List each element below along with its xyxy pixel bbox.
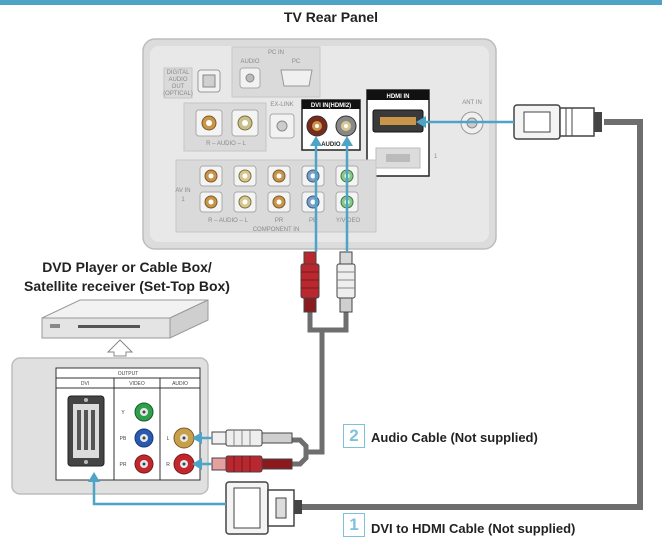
stb-pb-label: PB — [120, 436, 127, 442]
set-top-box-icon — [41, 299, 209, 357]
vga-port — [280, 69, 313, 87]
av-in-label: AV IN — [175, 188, 190, 194]
dvi-audio-label: – AUDIO – — [316, 142, 346, 148]
dvi-hdmi-cable-label: DVI to HDMI Cable (Not supplied) — [371, 521, 576, 536]
stb-dvi-label: DVI — [81, 381, 89, 387]
device-label-line2: Satellite receiver (Set-Top Box) — [24, 278, 230, 294]
ant-in-label: ANT IN — [462, 100, 482, 106]
audio-cable-label: Audio Cable (Not supplied) — [371, 430, 538, 445]
audio-cable-number: 2 — [343, 424, 365, 448]
stb-rear-panel: OUTPUT DVI VIDEO AUDIO Y PB PR L R — [11, 357, 209, 495]
stb-audio-label: AUDIO — [172, 381, 188, 387]
av-in-number: 1 — [181, 197, 185, 203]
audio-cable-bend — [292, 437, 309, 467]
page-title: TV Rear Panel — [283, 9, 379, 25]
digital-audio-label-4: (OPTICAL) — [163, 91, 193, 97]
comp-pr-label: PR — [275, 218, 284, 224]
dvi-plug — [225, 481, 302, 535]
pc-audio-label: AUDIO — [240, 59, 259, 65]
connection-arrows — [88, 116, 514, 506]
hdmi-in-label: HDMI IN — [387, 94, 410, 100]
stb-output-label: OUTPUT — [118, 371, 139, 377]
hdmi-port-number: 1 — [434, 154, 438, 160]
pc-label: PC — [292, 59, 301, 65]
rca-plugs-stb — [211, 429, 293, 473]
stb-pr-label: PR — [120, 462, 127, 468]
stb-video-label: VIDEO — [129, 381, 145, 387]
pc-in-label: PC IN — [268, 50, 284, 56]
component-in-label: COMPONENT IN — [253, 227, 300, 233]
comp-pb-label: PB — [309, 218, 317, 224]
ex-link-label: EX-LINK — [270, 102, 293, 108]
comp-audio-label: R – AUDIO – L — [208, 218, 248, 224]
hdmi-plug — [513, 104, 602, 140]
device-label-line1: DVD Player or Cable Box/ — [42, 259, 212, 275]
digital-audio-label-1: DIGITAL — [167, 70, 191, 76]
device-label: DVD Player or Cable Box/ Satellite recei… — [4, 258, 250, 296]
stb-r-label: R — [166, 462, 170, 468]
svg-text:R – AUDIO – L: R – AUDIO – L — [206, 141, 246, 147]
digital-audio-label-2: AUDIO — [168, 77, 187, 83]
stb-l-label: L — [167, 436, 170, 442]
audio-cable-line — [306, 330, 325, 455]
dvi-hdmi-cable-line — [300, 119, 643, 510]
stb-y-label: Y — [121, 410, 125, 416]
rca-plugs-tv — [300, 251, 356, 313]
dvi-hdmi-cable-number: 1 — [343, 513, 365, 537]
digital-audio-label-3: OUT — [172, 84, 185, 90]
top-accent-bar — [0, 0, 662, 5]
dvi-in-label: DVI IN(HDMI2) — [311, 103, 351, 109]
